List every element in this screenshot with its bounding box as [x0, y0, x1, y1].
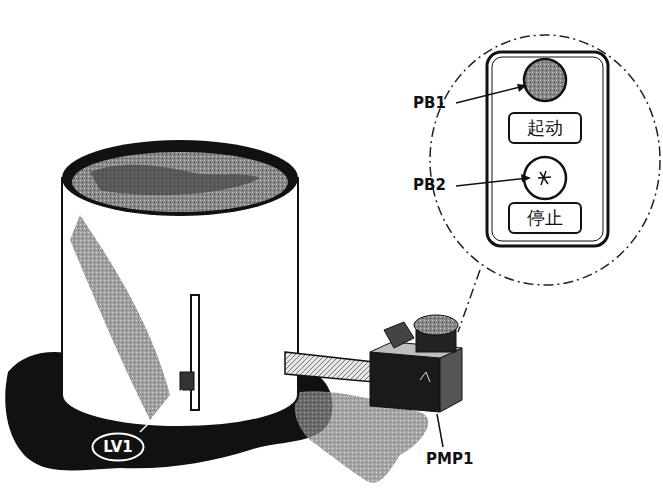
tank-shade — [70, 215, 170, 420]
pb2-arrowhead — [521, 174, 531, 182]
liquid-surface — [72, 152, 288, 212]
button-label-box: 停止 — [508, 202, 582, 234]
pump-mark — [420, 372, 430, 382]
level-gauge — [191, 295, 199, 410]
callout-ellipse — [430, 35, 660, 285]
callout-label: PB2 — [413, 176, 446, 194]
pump-side — [440, 348, 462, 412]
pb2-leader — [456, 178, 528, 186]
start-button — [524, 59, 566, 101]
liquid-shadow — [90, 165, 260, 195]
callout-label: PMP1 — [426, 450, 473, 468]
pump-box — [384, 322, 414, 348]
node-text: 起动 — [527, 116, 563, 140]
motor-cap — [414, 315, 458, 335]
gauge-leader — [140, 390, 182, 432]
box-shape — [509, 113, 581, 143]
pipe — [285, 352, 374, 382]
panel-inner — [492, 57, 603, 241]
pb1-leader — [456, 86, 524, 103]
pmp1-leader — [437, 414, 443, 447]
button-label-box: 起动 — [508, 112, 582, 144]
stop-mark — [538, 171, 551, 185]
node-text: 停止 — [527, 206, 563, 230]
box-shape — [509, 203, 581, 233]
pump-front — [370, 352, 440, 412]
tank-rim — [62, 140, 298, 216]
gauge-float — [180, 372, 194, 390]
node-text: LV1 — [103, 438, 133, 456]
callout-label: PB1 — [413, 94, 446, 112]
tag-shape — [93, 434, 144, 461]
callout-leader — [458, 270, 480, 332]
level-tag: LV1 — [91, 432, 145, 462]
control-panel — [487, 52, 608, 246]
pb1-arrowhead — [517, 84, 527, 92]
